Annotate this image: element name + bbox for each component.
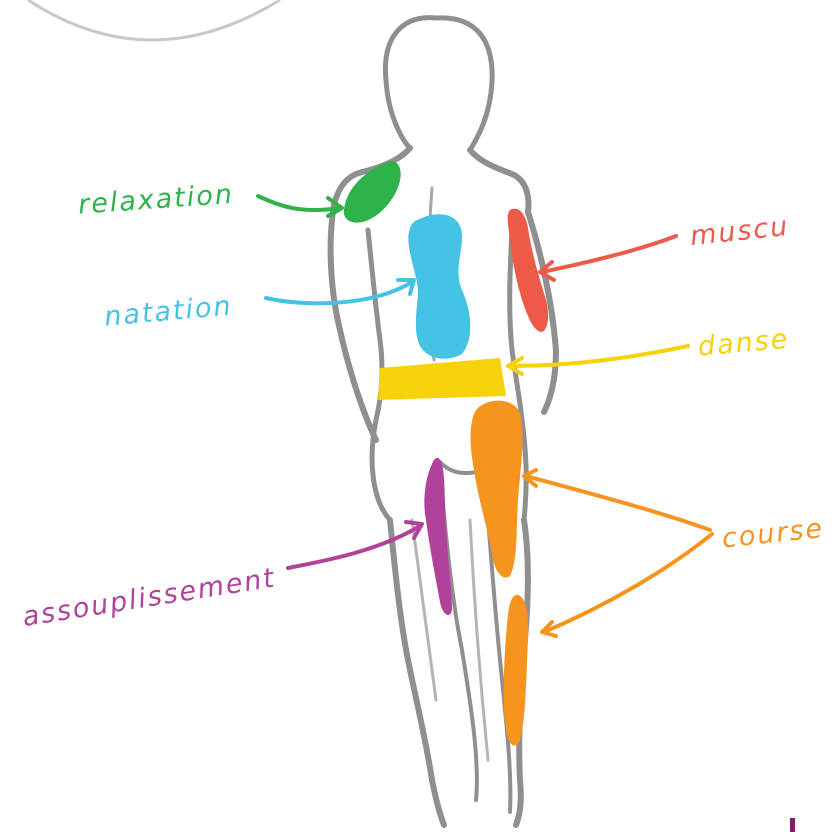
label-danse: danse [697, 324, 791, 363]
muscu-arrow [542, 236, 676, 272]
danse-arrow [510, 346, 688, 366]
danse-region [378, 358, 506, 400]
corner-circle-outline [28, 0, 280, 40]
course-arrow-bottom [544, 534, 712, 632]
assouplissement-arrow [288, 526, 420, 568]
course-arrow-top [526, 476, 710, 530]
relaxation-region [344, 161, 401, 222]
natation-arrow [266, 282, 412, 303]
natation-region [408, 214, 470, 358]
label-relaxation: relaxation [77, 179, 235, 221]
label-muscu: muscu [689, 211, 791, 252]
course-region-calf [504, 595, 529, 745]
corner-accent [790, 818, 795, 832]
label-assouplissement: assouplissement [20, 562, 278, 633]
course-region-thigh [471, 401, 523, 578]
label-natation: natation [103, 291, 234, 333]
label-course: course [721, 513, 826, 555]
